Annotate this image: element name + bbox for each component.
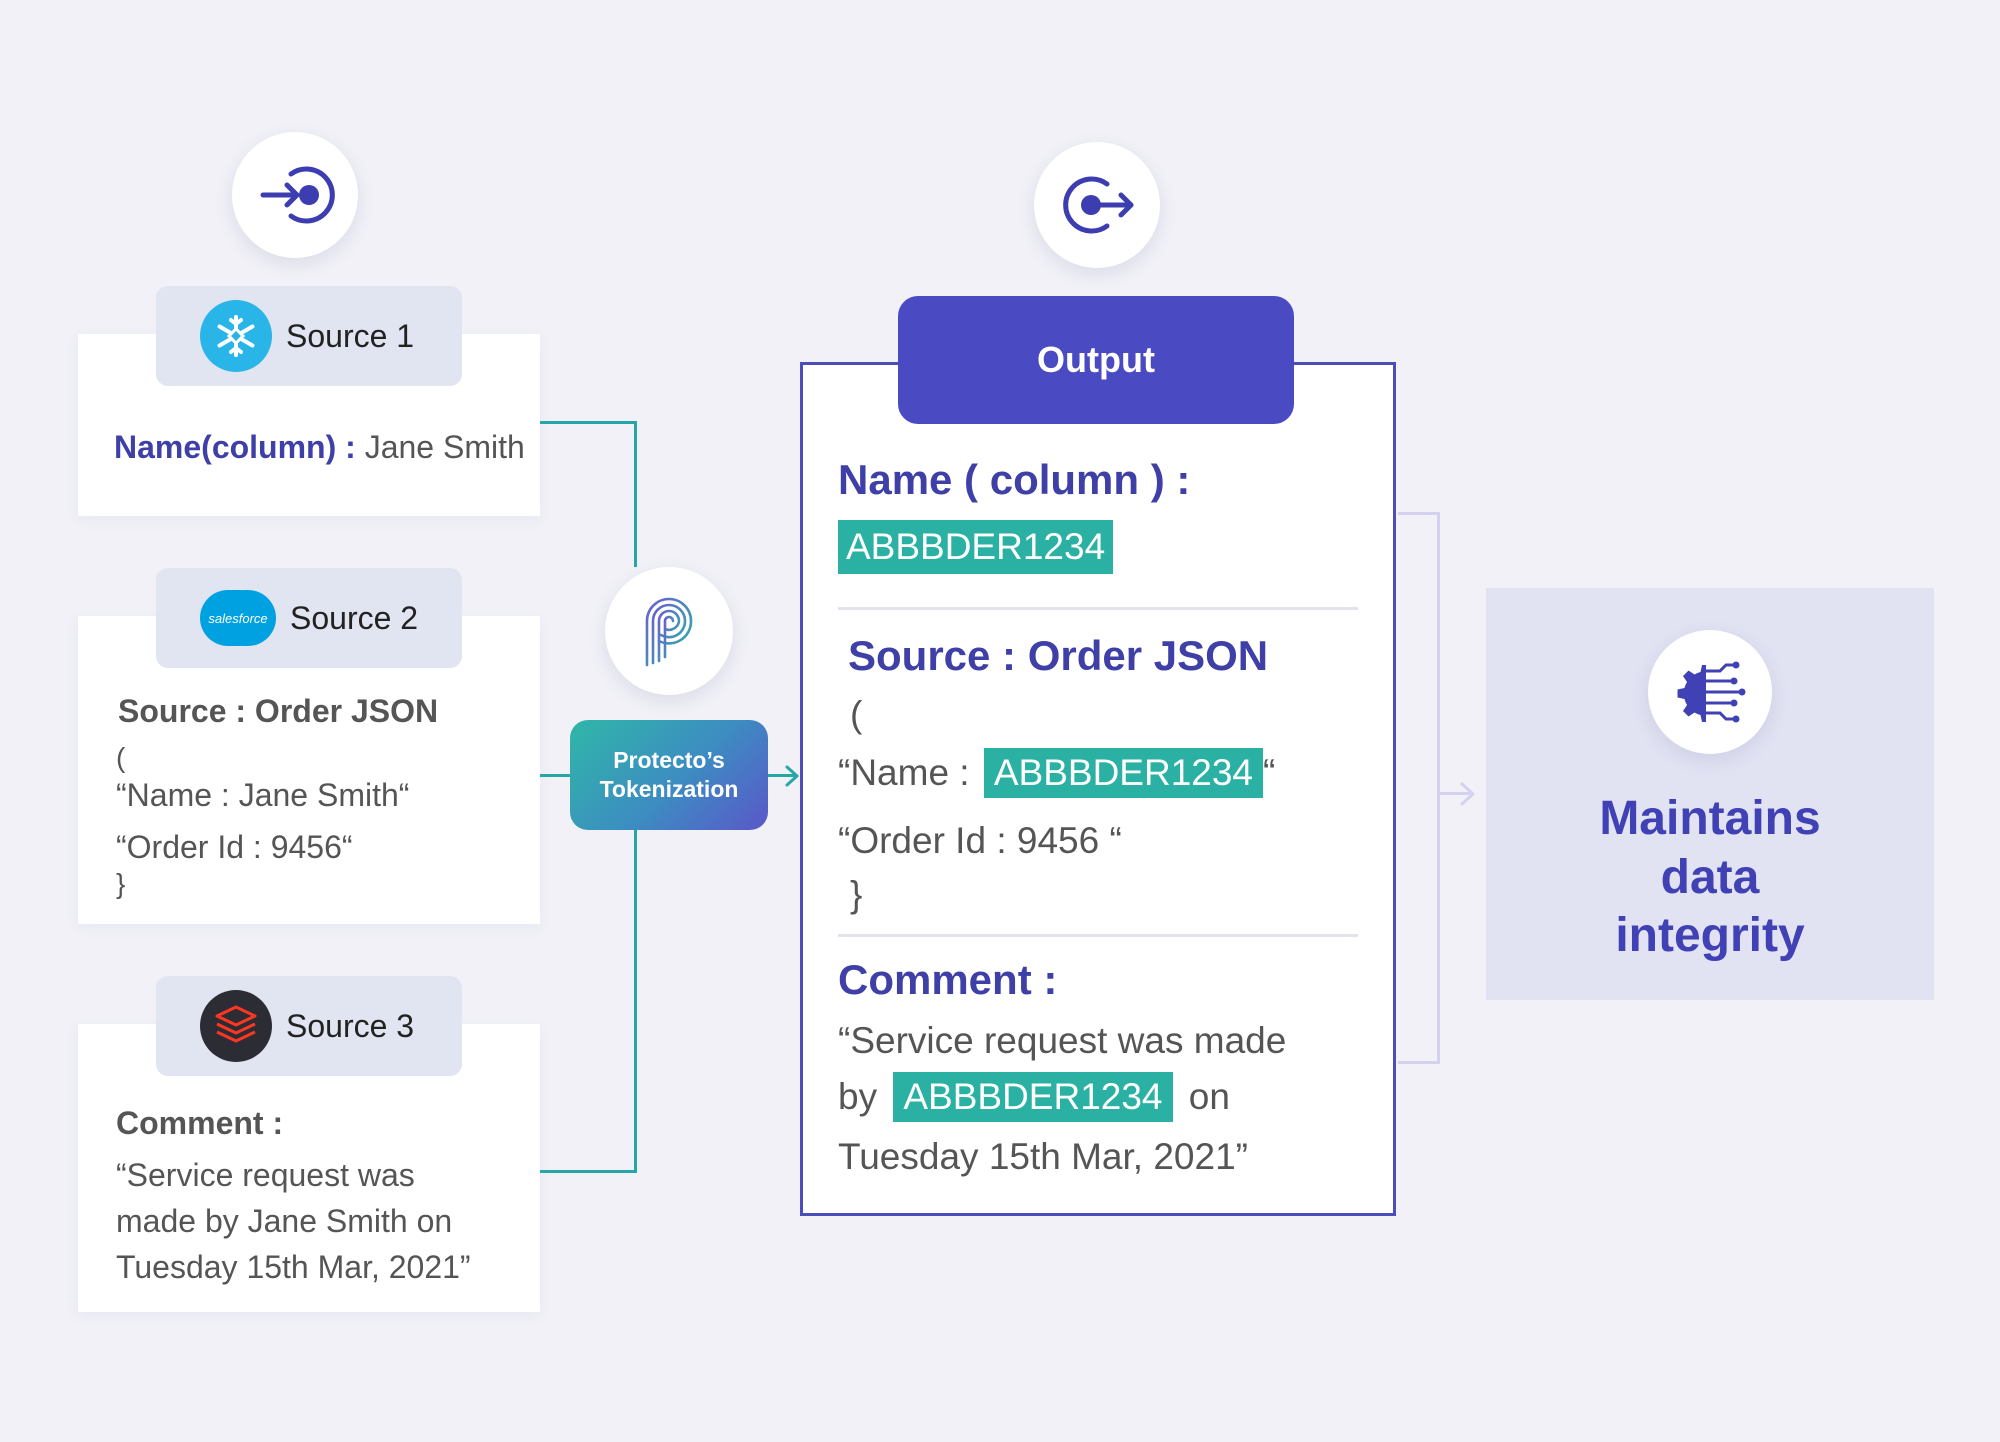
- output-comment-line-3: Tuesday 15th Mar, 2021”: [838, 1136, 1248, 1177]
- source-2-line-3: “Order Id : 9456“: [116, 829, 353, 865]
- output-comment-line-1: “Service request was made: [838, 1020, 1287, 1061]
- source-3-field-label: Comment :: [116, 1105, 284, 1141]
- bracket-vertical: [1437, 512, 1440, 1064]
- databricks-logo-icon: [200, 990, 272, 1062]
- source-3-tab: Source 3: [156, 976, 462, 1076]
- connector-to-output: [768, 774, 796, 777]
- arrow-to-output-icon: [785, 765, 799, 787]
- source-3-line-2: made by Jane Smith on: [116, 1203, 453, 1239]
- output-name-label: Name ( column ) :: [838, 456, 1191, 503]
- bracket-to-integrity: [1440, 792, 1470, 795]
- salesforce-logo-icon: salesforce: [200, 590, 276, 646]
- output-name-token: ABBBDER1234: [838, 520, 1114, 574]
- integrity-line-2: data: [1660, 850, 1760, 904]
- integrity-line-3: integrity: [1615, 909, 1805, 963]
- output-divider-2: [838, 934, 1358, 937]
- output-icon: [1034, 142, 1160, 268]
- tokenization-line-1: Protecto’s: [613, 747, 725, 774]
- output-title: Output: [898, 296, 1294, 424]
- source-1-field-label: Name(column) :: [114, 429, 356, 465]
- source-2-line-2: “Name : Jane Smith“: [116, 777, 410, 813]
- connector-vertical-top: [634, 421, 637, 567]
- output-divider-1: [838, 607, 1358, 610]
- bracket-top: [1398, 512, 1440, 515]
- output-comment-line-2: by ABBBDER1234 on: [838, 1072, 1230, 1122]
- connector-source-2: [540, 774, 570, 777]
- gear-circuit-icon: [1648, 630, 1772, 754]
- source-2-line-4: }: [116, 868, 126, 899]
- tokenization-line-2: Tokenization: [599, 776, 739, 802]
- source-2-label: Source 2: [290, 599, 419, 636]
- source-3-line-3: Tuesday 15th Mar, 2021”: [116, 1249, 471, 1285]
- source-2-tab: salesforce Source 2: [156, 568, 462, 668]
- connector-source-3: [540, 1170, 636, 1173]
- output-order-line: “Order Id : 9456 “: [838, 820, 1122, 861]
- source-1-label: Source 1: [286, 317, 415, 354]
- source-2-line-1: (: [116, 742, 126, 773]
- output-name-line: “Name : ABBBDER1234“: [838, 748, 1275, 798]
- output-source-label: Source : Order JSON: [848, 632, 1269, 679]
- source-3-line-1: “Service request was: [116, 1157, 415, 1193]
- output-comment-label: Comment :: [838, 956, 1058, 1003]
- source-2-field-label: Source : Order JSON: [118, 693, 439, 729]
- connector-vertical-bottom: [634, 826, 637, 1173]
- arrow-to-integrity-icon: [1460, 782, 1475, 806]
- input-icon: [232, 132, 358, 258]
- connector-source-1: [540, 421, 636, 424]
- source-1-field: Name(column) : Jane Smith: [114, 424, 525, 470]
- output-open-paren: (: [850, 694, 863, 735]
- source-1-tab: Source 1: [156, 286, 462, 386]
- tokenization-box: Protecto’s Tokenization: [570, 720, 768, 830]
- bracket-bottom: [1398, 1061, 1440, 1064]
- integrity-line-1: Maintains: [1599, 792, 1821, 845]
- output-comment-token: ABBBDER1234: [893, 1072, 1173, 1122]
- snowflake-logo-icon: [200, 300, 272, 372]
- source-1-field-value: Jane Smith: [364, 429, 525, 465]
- output-json-token: ABBBDER1234: [983, 748, 1264, 798]
- fingerprint-icon: [605, 567, 733, 695]
- integrity-text: Maintains data integrity: [1486, 790, 1934, 966]
- source-3-label: Source 3: [286, 1007, 415, 1044]
- output-close-brace: }: [850, 874, 863, 915]
